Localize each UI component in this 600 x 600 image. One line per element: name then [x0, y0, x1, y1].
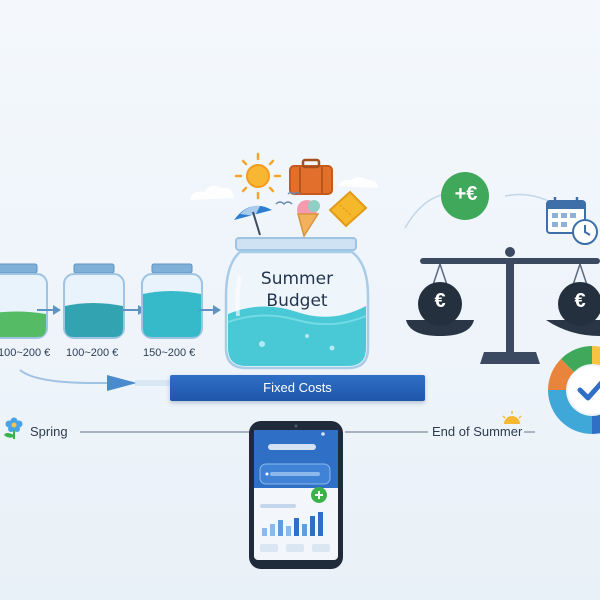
sun-icon	[234, 152, 282, 200]
ice-cream-icon	[297, 200, 320, 238]
summer-budget-line1: Summer	[260, 269, 334, 289]
smartphone-app	[249, 421, 343, 569]
timeline-line	[80, 431, 535, 433]
euro-bag-left: €	[434, 290, 446, 312]
balance-scale	[406, 247, 600, 364]
arrow-right-icon	[199, 305, 221, 315]
summer-budget-jar	[224, 237, 370, 370]
summer-icons	[190, 152, 378, 238]
savings-jar-2	[63, 263, 125, 339]
euro-bag-right: €	[574, 290, 586, 312]
calendar-clock-icon	[546, 197, 598, 245]
timeline-start-label: Spring	[30, 424, 68, 439]
sunset-icon	[502, 411, 522, 424]
summer-budget-title: Summer Budget	[232, 268, 362, 312]
arrow-right-icon	[37, 305, 61, 315]
jar-3-label: 150~200 €	[143, 347, 196, 359]
budget-check-donut	[548, 346, 600, 434]
savings-jar-3	[141, 263, 203, 339]
jar-1-label: 100~200 €	[0, 347, 51, 359]
timeline-end-label: End of Summer	[432, 424, 523, 439]
beach-umbrella-icon	[234, 205, 272, 236]
flower-icon	[4, 417, 23, 439]
plus-euro-badge: +€	[454, 183, 478, 205]
flow-arrow	[19, 369, 175, 391]
ticket-icon	[328, 190, 368, 228]
jar-2-label: 100~200 €	[66, 347, 119, 359]
savings-jar-1	[0, 263, 48, 339]
suitcase-icon	[289, 158, 333, 195]
summer-budget-line2: Budget	[266, 291, 328, 311]
fixed-costs-bar: Fixed Costs	[170, 375, 425, 401]
